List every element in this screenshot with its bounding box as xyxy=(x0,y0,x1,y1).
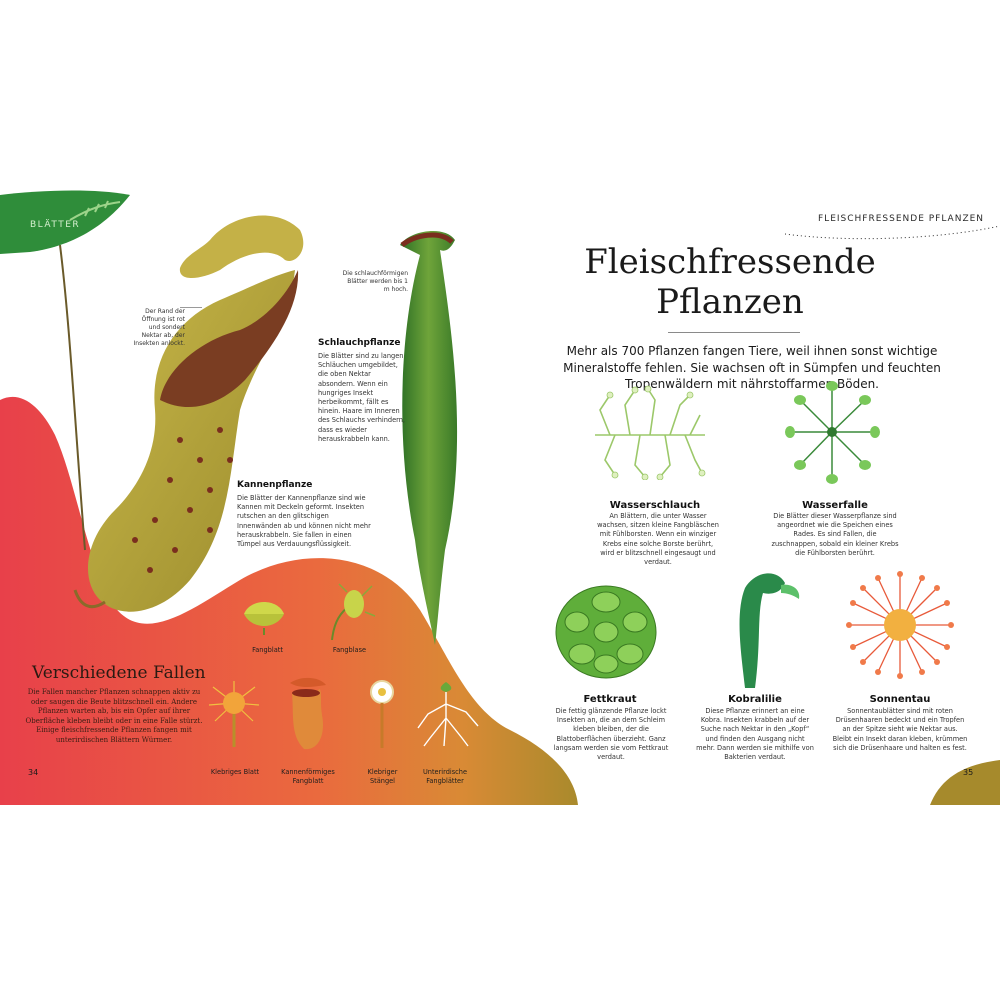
left-page-gradient-shape xyxy=(0,396,578,805)
intro-text: Mehr als 700 Pflanzen fangen Tiere, weil… xyxy=(563,344,941,391)
plant-text-1: Die Blätter dieser Wasserpflanze sind an… xyxy=(771,512,899,557)
sticky-stem-icon xyxy=(370,680,394,748)
tube-plant-illustration xyxy=(400,230,458,645)
trap-label-0: Fangblatt xyxy=(252,646,283,654)
fallen-text: Die Fallen mancher Pflanzen schnappen ak… xyxy=(25,688,203,744)
tab-leaf-shape xyxy=(0,190,130,254)
flytrap-icon xyxy=(244,602,284,635)
wasserfalle-illustration xyxy=(785,381,880,484)
fettkraut-illustration xyxy=(555,585,657,679)
pitcher-plant-illustration xyxy=(73,215,304,612)
kannen-text: Die Blätter der Kannenpflanze sind wie K… xyxy=(237,494,371,549)
right-page-number: 35 xyxy=(963,768,974,777)
plant-name-2: Fettkraut xyxy=(583,694,637,705)
trap-label-1: Fangblase xyxy=(332,646,367,654)
annotation-rim-line xyxy=(180,307,202,308)
page-title-line2: Pflanzen xyxy=(656,282,804,322)
page-title-line1: Fleischfressende xyxy=(584,242,876,282)
section-tab-label: BLÄTTER xyxy=(30,220,81,230)
right-corner-shape xyxy=(930,760,1000,805)
plant-text-3: Diese Pflanze erinnert an eine Kobra. In… xyxy=(696,707,814,762)
plant-name-0: Wasserschlauch xyxy=(609,500,701,511)
sonnentau-illustration xyxy=(846,571,954,679)
plant-name-4: Sonnentau xyxy=(869,694,931,705)
right-header: FLEISCHFRESSENDE PFLANZEN xyxy=(818,214,985,224)
book-spread: BLÄTTER xyxy=(0,190,1000,805)
schlauch-text: Die Blätter sind zu langen Schläuchen um… xyxy=(318,352,406,443)
left-page-number: 34 xyxy=(28,768,39,777)
schlauch-title: Schlauchpflanze xyxy=(318,338,401,348)
title-rule xyxy=(668,332,800,333)
page-title: Fleischfressende Pflanzen xyxy=(560,242,900,322)
plant-text-2: Die fettig glänzende Pflanze lockt Insek… xyxy=(553,707,669,762)
plant-text-4: Sonnentaublätter sind mit roten Drüsenha… xyxy=(832,707,968,752)
trap-label-3: Kannenförmiges Fangblatt xyxy=(281,768,335,785)
pitcher-icon xyxy=(290,677,326,750)
plant-name-1: Wasserfalle xyxy=(802,500,868,511)
fallen-title: Verschiedene Fallen xyxy=(32,663,206,683)
trap-label-5: Unterirdische Fangblätter xyxy=(422,768,468,785)
sticky-leaf-icon xyxy=(208,681,260,747)
kannen-title: Kannenpflanze xyxy=(237,480,313,490)
wasserschlauch-illustration xyxy=(595,385,706,480)
roots-icon xyxy=(417,682,479,747)
trap-label-4: Klebriger Stängel xyxy=(367,768,398,785)
plant-name-3: Kobralilie xyxy=(728,694,782,705)
annotation-rim-text: Der Rand der Öffnung ist rot und sondert… xyxy=(133,308,185,347)
trap-label-2: Klebriges Blatt xyxy=(210,768,260,776)
kobralilie-illustration xyxy=(739,573,800,688)
bladder-icon xyxy=(331,583,376,640)
stem-shape xyxy=(59,245,86,551)
plant-text-0: An Blättern, die unter Wasser wachsen, s… xyxy=(597,512,719,567)
annotation-tube-text: Die schlauchförmigen Blätter werden bis … xyxy=(342,270,408,293)
